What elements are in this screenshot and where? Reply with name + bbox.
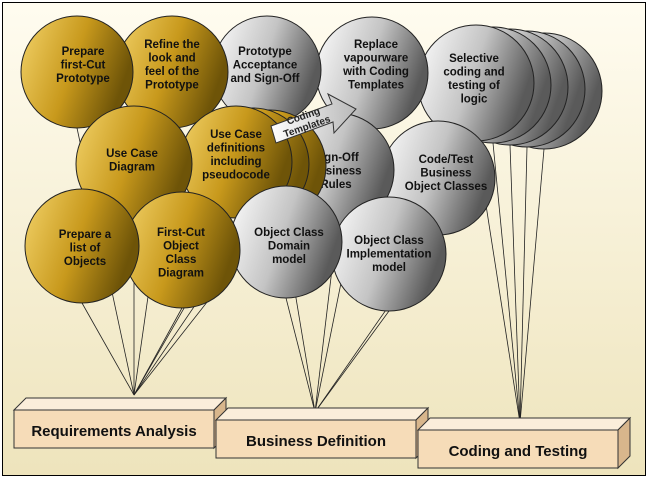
balloon-string xyxy=(509,144,521,424)
balloon-label-line: Replace xyxy=(354,39,398,51)
balloon-label-line: Selective xyxy=(449,53,499,65)
balloon-label-line: Prepare a xyxy=(59,229,112,241)
balloon-string xyxy=(519,148,545,424)
balloon-string xyxy=(314,310,390,413)
balloon-label-line: Use Case xyxy=(210,129,262,141)
balloon-label-line: Prototype xyxy=(56,73,110,85)
outer-border xyxy=(2,2,646,476)
balloon-string xyxy=(81,302,135,396)
balloon-label-line: including xyxy=(210,156,261,168)
balloon-label-line: Diagram xyxy=(109,162,155,174)
balloon-label-line: Code/Test xyxy=(419,154,474,166)
platform-front xyxy=(215,419,417,459)
balloon-label-line: Prototype xyxy=(145,80,199,92)
platform-business-definition: Business Definition xyxy=(214,406,430,460)
balloon-label-line: model xyxy=(372,262,406,274)
platform-front xyxy=(417,429,619,469)
balloon-label-line: look and xyxy=(148,53,195,65)
balloon-label-line: list of xyxy=(70,243,101,255)
balloon-label-line: Object Class xyxy=(254,227,324,239)
platform-label: Requirements Analysis xyxy=(31,423,196,440)
balloon-label-line: Class xyxy=(166,254,197,266)
balloon-label-line: pseudocode xyxy=(202,170,270,182)
balloon-string xyxy=(492,142,521,424)
arrow-shape xyxy=(270,92,357,144)
balloon-label-line: Object Class xyxy=(354,235,424,247)
platform-label: Business Definition xyxy=(246,433,386,450)
platform-label: Coding and Testing xyxy=(449,443,588,460)
platform-coding-and-testing: Coding and Testing xyxy=(416,416,632,470)
balloon-label-line: Domain xyxy=(268,241,310,253)
balloon-shape xyxy=(24,188,140,304)
balloon-label-line: Acceptance xyxy=(233,60,298,72)
balloon-label-line: vapourware xyxy=(344,53,409,65)
balloon-label-line: Diagram xyxy=(158,268,204,280)
balloon-label-line: Use Case xyxy=(106,148,158,160)
balloon-label-line: first-Cut xyxy=(61,60,106,72)
platform-front xyxy=(13,409,215,449)
balloon-label-line: Objects xyxy=(64,256,106,268)
balloon-label-line: Object xyxy=(163,241,199,253)
balloon-shape xyxy=(20,15,134,129)
balloon-label-line: First-Cut xyxy=(157,227,205,239)
balloon-label-line: definitions xyxy=(207,143,265,155)
balloon-label-line: with Coding xyxy=(342,66,409,78)
balloon-label-line: Templates xyxy=(348,80,404,92)
balloon-label-line: testing of xyxy=(448,80,500,92)
balloon-label-line: Object Classes xyxy=(405,181,487,193)
balloon-label-line: feel of the xyxy=(145,66,199,78)
balloon-label-line: and Sign-Off xyxy=(231,73,300,85)
balloon-label-line: Implementation xyxy=(347,249,432,261)
balloon-label-line: Prepare xyxy=(62,46,105,58)
balloon-string xyxy=(285,297,316,413)
balloon-label-line: Rules xyxy=(320,179,351,191)
balloon-label-line: coding and xyxy=(443,67,504,79)
platform-requirements-analysis: Requirements Analysis xyxy=(12,396,228,450)
balloon-label-line: Refine the xyxy=(144,39,200,51)
balloon-label-line: Business xyxy=(420,168,471,180)
balloon-string xyxy=(519,146,528,424)
balloon-label-line: logic xyxy=(461,94,488,106)
balloon-label-line: Prototype xyxy=(238,46,292,58)
balloon-label-line: model xyxy=(272,254,306,266)
balloon-string xyxy=(133,307,183,396)
